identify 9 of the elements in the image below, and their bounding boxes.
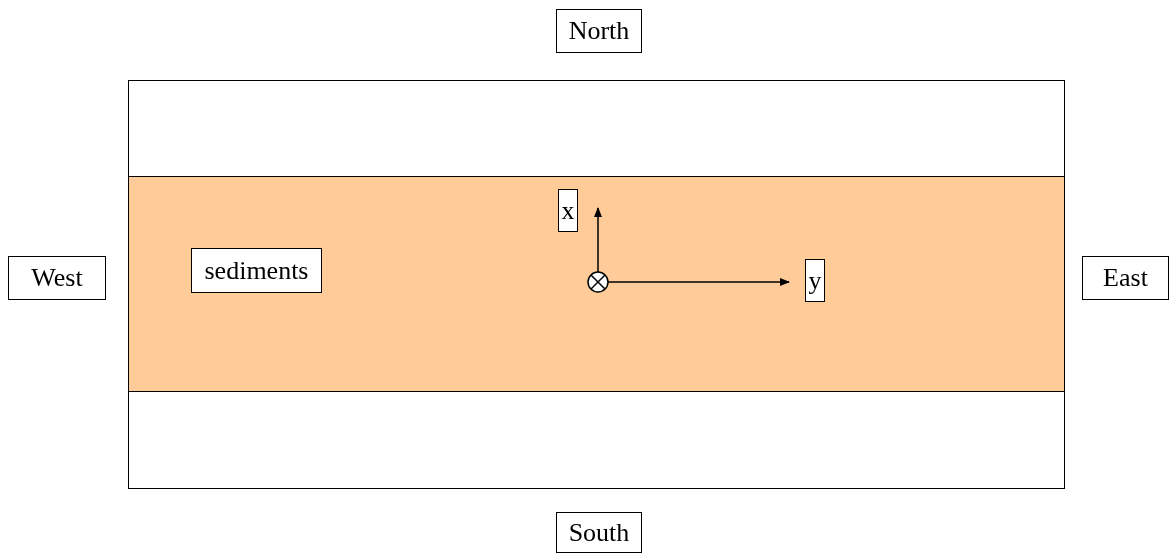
axis-label: x <box>558 189 578 232</box>
direction-label: East <box>1082 256 1169 300</box>
direction-label: West <box>8 256 106 300</box>
direction-label: South <box>556 512 642 553</box>
layer-label: sediments <box>191 248 322 293</box>
direction-label: North <box>556 9 642 53</box>
channel-outline <box>128 80 1065 489</box>
axis-label: y <box>805 259 825 302</box>
sediment-band <box>128 176 1065 392</box>
